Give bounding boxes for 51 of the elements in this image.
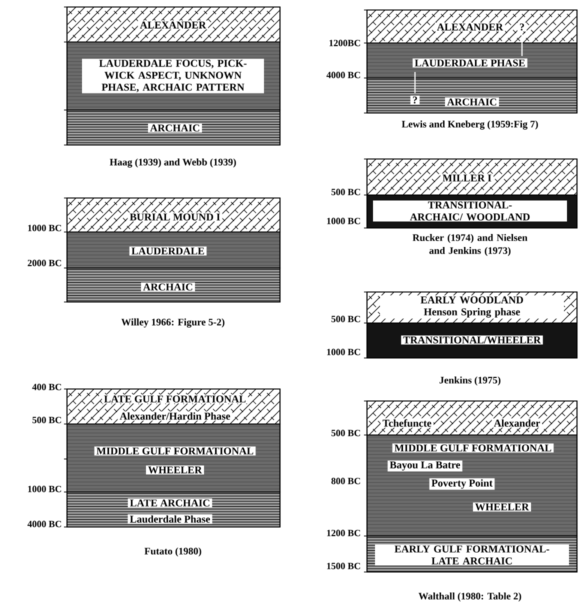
- layer-label: WHEELER: [472, 502, 532, 512]
- stratum-band: [366, 9, 578, 44]
- date-label: 1000 BC: [327, 348, 360, 356]
- date-label: 500 BC: [331, 316, 360, 322]
- source-caption: Jenkins (1975): [440, 376, 500, 386]
- date-label: 4000 BC: [326, 72, 360, 78]
- date-label: 1000 BC: [28, 486, 62, 492]
- date-label: 500 BC: [331, 430, 360, 436]
- date-label: 1000 BC: [327, 218, 360, 224]
- stratum-band: [366, 535, 578, 573]
- layer-label: EARLY GULF FORMATIONAL- LATE ARCHAIC: [375, 544, 569, 566]
- stratum-band: [66, 423, 281, 493]
- stratum-band: [66, 491, 281, 528]
- source-caption: Willey 1966: Figure 5-2): [121, 318, 224, 328]
- source-caption: Lewis and Kneberg (1959:Fig 7): [402, 120, 538, 130]
- stratum-band: [366, 322, 578, 359]
- layer-label: WHEELER: [146, 466, 204, 474]
- date-label: 500 BC: [32, 416, 62, 424]
- date-label: 1000 BC: [28, 224, 62, 232]
- stratum-band: [66, 231, 281, 269]
- layer-label: LAUDERDALE FOCUS, PICK-WICK ASPECT, UNKNOWN PHASE, ARCHAIC PATTERN: [82, 58, 264, 94]
- layer-label: TRANSITIONAL- ARCHAIC/ WOODLAND: [373, 200, 567, 222]
- stratum-band: [66, 267, 281, 303]
- stratum-band: [66, 41, 281, 111]
- date-label: 400 BC: [32, 384, 62, 390]
- stratum-band: [66, 109, 281, 146]
- stratum-band: [66, 388, 281, 425]
- layer-label: MILLER I: [440, 174, 494, 182]
- source-caption: Walthall (1980: Table 2): [418, 592, 522, 602]
- layer-label: LAUDERDALE: [129, 246, 207, 256]
- stratum-band: [66, 6, 281, 43]
- stratum-band: [366, 42, 578, 79]
- date-label: 1200BC: [330, 40, 360, 46]
- source-caption: Futato (1980): [144, 547, 202, 557]
- date-label: 500 BC: [331, 188, 360, 196]
- layer-label: ALEXANDER: [138, 20, 208, 30]
- date-label: 1200 BC: [327, 530, 360, 536]
- stratum-band: [66, 197, 281, 233]
- stratum-band: [366, 77, 578, 114]
- layer-label: Bayou La Batre: [388, 460, 462, 472]
- date-label: 1500 BC: [327, 562, 360, 570]
- layer-label: EARLY WOODLAND Henson Spring phase: [380, 295, 564, 319]
- stratum-band: [366, 434, 578, 537]
- stratum-band: [366, 400, 578, 436]
- stratum-band: [366, 291, 578, 324]
- date-label: 2000 BC: [28, 260, 62, 266]
- stratum-band: [366, 158, 578, 196]
- stratum-band: [366, 194, 578, 229]
- layer-label: ALEXANDER: [434, 22, 506, 32]
- layer-label: Poverty Point: [429, 478, 495, 490]
- source-caption: Haag (1939) and Webb (1939): [110, 158, 236, 168]
